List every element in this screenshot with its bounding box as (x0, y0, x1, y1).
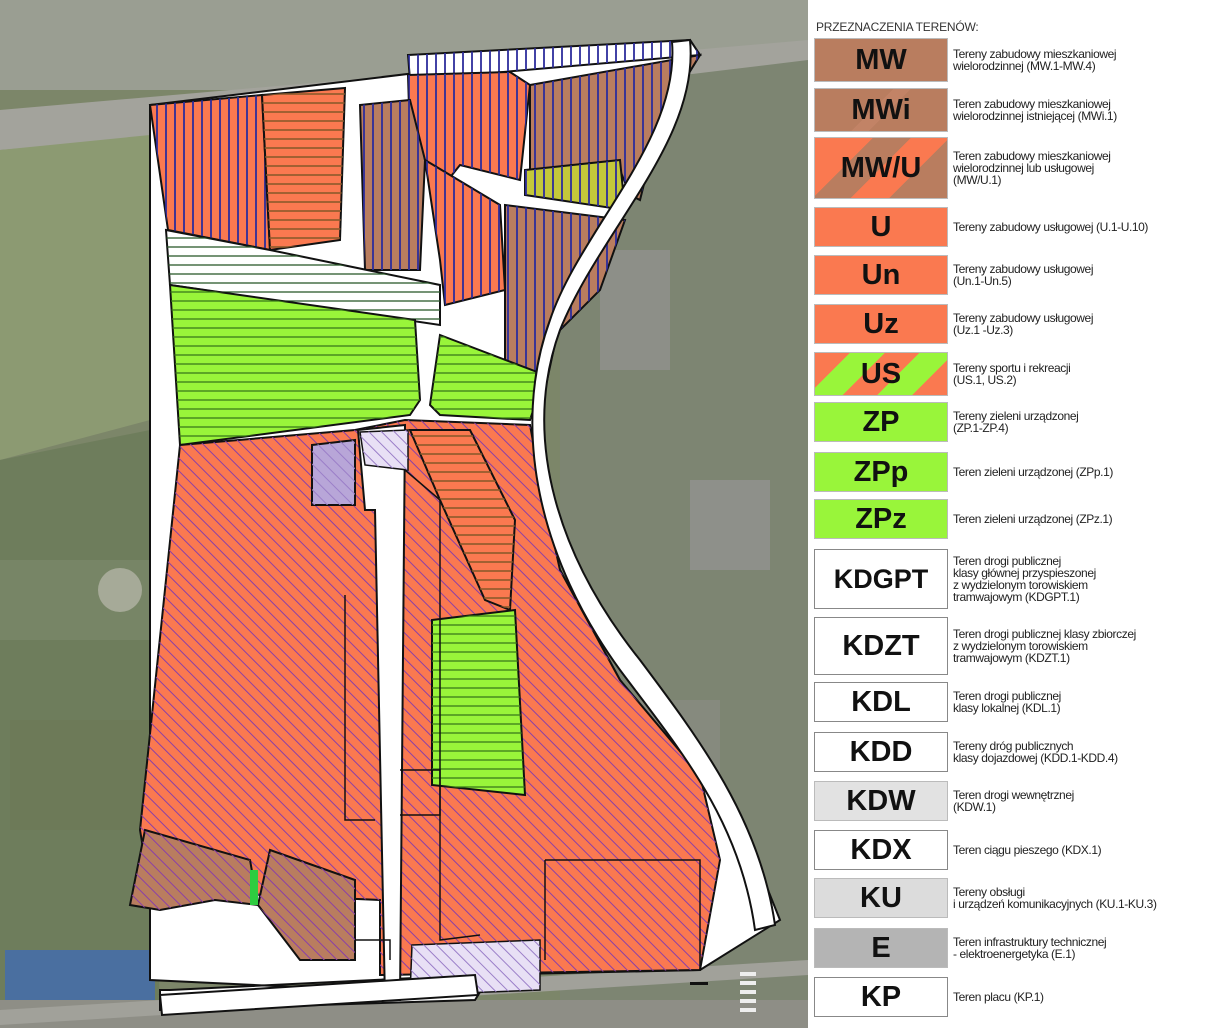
legend-item-un: Un Tereny zabudowy usługowej (Un.1-Un.5) (812, 255, 1202, 295)
legend-swatch: KDD (814, 732, 948, 772)
legend-code: ZPz (855, 502, 907, 535)
legend-code: MW (855, 43, 907, 76)
legend-description: Teren zieleni urządzonej (ZPp.1) (953, 465, 1113, 479)
legend-swatch: KDX (814, 830, 948, 870)
legend-swatch: MW/U (814, 137, 948, 199)
legend-description: Tereny zieleni urządzonej (ZP.1-ZP.4) (953, 409, 1079, 435)
legend-description: Tereny sportu i rekreacji (US.1, US.2) (953, 361, 1071, 387)
legend-item-e: E Teren infrastruktury technicznej - elek… (812, 928, 1202, 968)
legend-item-uz: Uz Tereny zabudowy usługowej (Uz.1 -Uz.3) (812, 304, 1202, 344)
legend-code: E (871, 931, 891, 964)
legend-code: KU (860, 881, 902, 914)
legend-item-mwi: MWi Teren zabudowy mieszkaniowej wielorod… (812, 88, 1202, 132)
legend-item-zpp: ZPp Teren zieleni urządzonej (ZPp.1) (812, 452, 1202, 492)
legend-swatch: ZP (814, 402, 948, 442)
legend-description: Teren zieleni urządzonej (ZPz.1) (953, 512, 1113, 526)
legend-code: US (860, 357, 902, 390)
legend-swatch: MWi (814, 88, 948, 132)
legend-description: Tereny zabudowy usługowej (U.1-U.10) (953, 220, 1149, 234)
legend-description: Teren zabudowy mieszkaniowej wielorodzin… (953, 149, 1111, 187)
legend-panel: PRZEZNACZENIA TERENÓW: MW Tereny zabudowy… (808, 0, 1205, 1028)
legend-title: PRZEZNACZENIA TERENÓW: (816, 20, 979, 34)
legend-description: Tereny zabudowy mieszkaniowej wielorodzi… (953, 47, 1117, 73)
legend-code: KDL (851, 685, 911, 718)
legend-description: Teren infrastruktury technicznej - elekt… (953, 935, 1107, 961)
legend-code: U (870, 210, 892, 243)
legend-swatch: US (814, 352, 948, 396)
zoning-map[interactable] (0, 0, 808, 1028)
legend-code: KDGPT (833, 563, 929, 594)
legend-swatch: KDZT (814, 617, 948, 675)
legend-item-kdgpt: KDGPT Teren drogi publicznej klasy główne… (812, 549, 1202, 609)
legend-swatch: KU (814, 878, 948, 918)
legend-code: Un (861, 258, 901, 291)
legend-item-mw-u: MW/U Teren zabudowy mieszkaniowej wieloro… (812, 137, 1202, 199)
legend-description: Teren zabudowy mieszkaniowej wielorodzin… (953, 97, 1117, 123)
legend-code: MWi (851, 93, 911, 126)
legend-swatch: KP (814, 977, 948, 1017)
legend-swatch: ZPp (814, 452, 948, 492)
legend-swatch: Uz (814, 304, 948, 344)
legend-code: KDZT (842, 629, 920, 662)
legend-description: Teren drogi publicznej klasy zbiorczej z… (953, 627, 1136, 665)
map-scale-ticks (740, 972, 760, 1020)
legend-code: KDX (850, 833, 912, 866)
legend-description: Teren drogi wewnętrznej (KDW.1) (953, 788, 1074, 814)
legend-code: Uz (863, 307, 899, 340)
legend-item-kdzt: KDZT Teren drogi publicznej klasy zbiorcz… (812, 617, 1202, 675)
legend-item-mw: MW Tereny zabudowy mieszkaniowej wielorod… (812, 38, 1202, 82)
legend-swatch: U (814, 207, 948, 247)
legend-swatch: KDW (814, 781, 948, 821)
legend-swatch: MW (814, 38, 948, 82)
legend-item-ku: KU Tereny obsługi i urządzeń komunikacyjn… (812, 878, 1202, 918)
legend-item-kdd: KDD Tereny dróg publicznych klasy dojazdo… (812, 732, 1202, 772)
legend-item-kp: KP Teren placu (KP.1) (812, 977, 1202, 1017)
legend-swatch: Un (814, 255, 948, 295)
legend-description: Teren ciągu pieszego (KDX.1) (953, 843, 1102, 857)
legend-description: Teren placu (KP.1) (953, 990, 1044, 1004)
legend-item-kdx: KDX Teren ciągu pieszego (KDX.1) (812, 830, 1202, 870)
legend-code: KDW (846, 784, 916, 817)
legend-description: Tereny zabudowy usługowej (Uz.1 -Uz.3) (953, 311, 1094, 337)
legend-description: Teren drogi publicznej klasy lokalnej (K… (953, 689, 1061, 715)
legend-item-us: US Tereny sportu i rekreacji (US.1, US.2) (812, 352, 1202, 396)
legend-item-u: U Tereny zabudowy usługowej (U.1-U.10) (812, 207, 1202, 247)
legend-code: ZP (862, 405, 900, 438)
legend-swatch: ZPz (814, 499, 948, 539)
legend-swatch: KDGPT (814, 549, 948, 609)
scale-bar (690, 982, 708, 985)
legend-code: KP (860, 980, 902, 1013)
legend-item-kdw: KDW Teren drogi wewnętrznej (KDW.1) (812, 781, 1202, 821)
legend-description: Tereny zabudowy usługowej (Un.1-Un.5) (953, 262, 1094, 288)
legend-item-zp: ZP Tereny zieleni urządzonej (ZP.1-ZP.4) (812, 402, 1202, 442)
legend-code: KDD (849, 735, 913, 768)
legend-item-zpz: ZPz Teren zieleni urządzonej (ZPz.1) (812, 499, 1202, 539)
legend-swatch: KDL (814, 682, 948, 722)
legend-description: Tereny obsługi i urządzeń komunikacyjnyc… (953, 885, 1157, 911)
legend-code: MW/U (840, 151, 922, 184)
legend-item-kdl: KDL Teren drogi publicznej klasy lokalnej… (812, 682, 1202, 722)
legend-description: Tereny dróg publicznych klasy dojazdowej… (953, 739, 1118, 765)
legend-code: ZPp (853, 455, 909, 488)
legend-swatch: E (814, 928, 948, 968)
legend-description: Teren drogi publicznej klasy głównej prz… (953, 554, 1096, 604)
